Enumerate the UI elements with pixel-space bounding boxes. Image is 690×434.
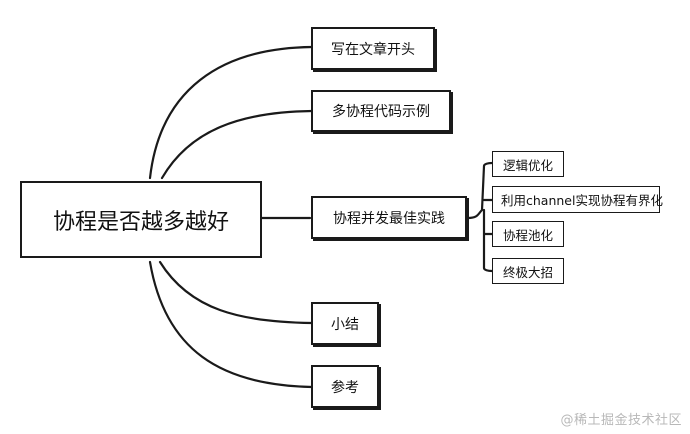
branch-node-5: 参考	[311, 365, 379, 408]
branch-node-1: 写在文章开头	[311, 27, 435, 70]
root-node: 协程是否越多越好	[20, 181, 262, 258]
branch-node-label: 写在文章开头	[331, 41, 415, 58]
branch-node-label: 小结	[331, 316, 359, 333]
branch-node-label: 协程并发最佳实践	[333, 210, 445, 227]
branch-node-label: 参考	[331, 379, 359, 396]
connector-root-to-branch-2	[160, 109, 314, 180]
watermark: @稀土掘金技术社区	[560, 413, 682, 428]
leaf-node-4: 终极大招	[492, 258, 564, 284]
leaf-node-3: 协程池化	[492, 221, 564, 247]
leaf-node-1: 逻辑优化	[492, 151, 564, 177]
leaf-node-label: 逻辑优化	[502, 157, 553, 173]
branch-node-label: 多协程代码示例	[332, 104, 430, 120]
leaf-node-label: 终极大招	[502, 264, 553, 280]
leaf-node-label: 协程池化	[502, 227, 553, 243]
connector-root-to-branch-4	[158, 260, 314, 325]
branch-node-3: 协程并发最佳实践	[311, 196, 467, 239]
branch-node-4: 小结	[311, 302, 379, 345]
connector-root-to-branch-1	[148, 45, 314, 180]
connector-bracket	[466, 161, 494, 273]
connector-root-to-branch-5	[148, 260, 314, 389]
root-node-label: 协程是否越多越好	[52, 209, 229, 235]
leaf-node-2: 利用channel实现协程有界化	[492, 186, 663, 213]
leaf-node-label: 利用channel实现协程有界化	[501, 193, 663, 208]
branch-node-2: 多协程代码示例	[311, 90, 451, 132]
